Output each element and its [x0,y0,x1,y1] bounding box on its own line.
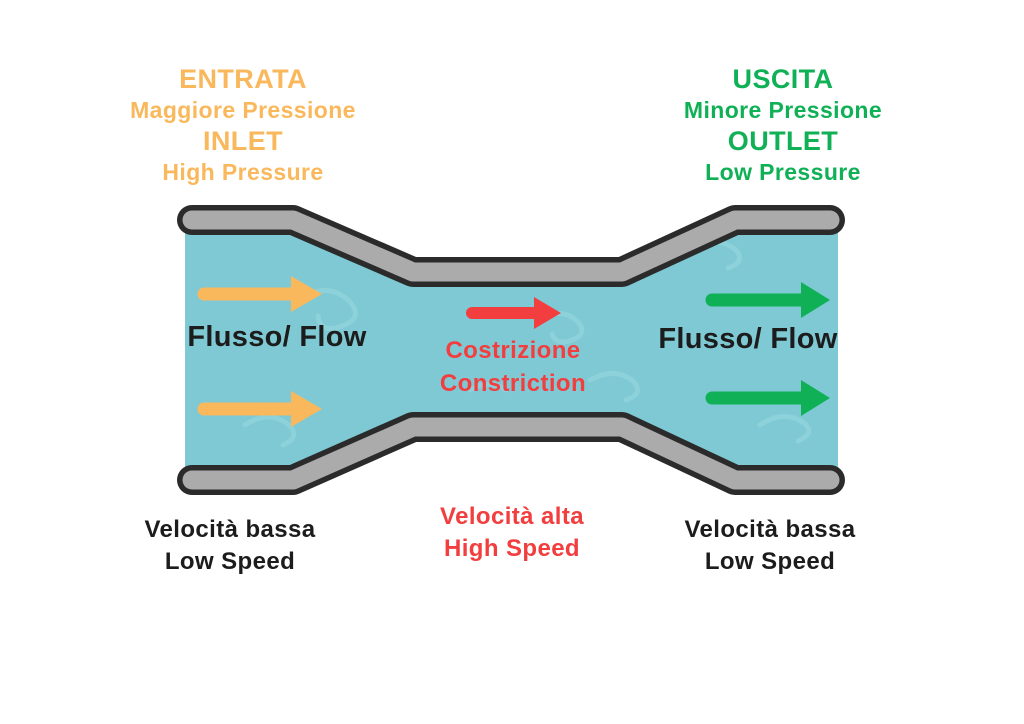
outlet-arrow-top-head [801,282,830,318]
speed-left-it: Velocità bassa [144,516,316,543]
constriction-flow-arrow [466,297,561,329]
speed-center-it: Velocità alta [440,503,584,530]
pipe-top-wall-fill [182,210,840,282]
pipe-top-wall [177,205,845,287]
speed-label-center: Velocità alta High Speed [392,501,632,565]
speed-label-left: Velocità bassa Low Speed [110,514,350,578]
fluid-region [185,230,838,468]
swirl [242,414,297,448]
swirl [757,414,812,444]
inlet-title-en: INLET [203,126,283,156]
swirl [587,371,641,403]
speed-center-en: High Speed [443,535,580,562]
inlet-arrow-bottom-head [291,391,322,427]
speed-right-it: Velocità bassa [684,516,856,543]
fluid-texture-swirls [242,239,812,448]
constriction-en: Constriction [439,370,587,397]
flow-label-right: Flusso/ Flow [658,323,838,355]
outlet-title-en: OUTLET [727,126,839,156]
speed-left-en: Low Speed [164,548,296,575]
outlet-title-it: USCITA [732,64,834,94]
outlet-arrow-bottom-head [801,380,830,416]
outlet-flow-arrows [705,282,830,416]
pipe-bottom-wall-fill [182,417,840,490]
pipe-bottom-wall [177,412,845,495]
flow-label-left: Flusso/ Flow [187,321,367,353]
swirl [467,381,509,393]
speed-right-en: Low Speed [704,548,836,575]
inlet-pressure-label: ENTRATA Maggiore Pressione INLET High Pr… [98,64,388,188]
constriction-arrow-head [534,297,561,329]
inlet-flow-arrows [197,276,322,427]
inlet-title-it: ENTRATA [179,64,307,94]
swirl [537,311,585,345]
inlet-pressure-it: Maggiore Pressione [130,97,356,123]
constriction-it: Costrizione [445,337,581,364]
inlet-arrow-top-head [291,276,322,312]
outlet-pressure-label: USCITA Minore Pressione OUTLET Low Press… [638,64,928,188]
swirl [297,288,358,331]
constriction-label: Costrizione Constriction [393,334,633,400]
outlet-pressure-en: Low Pressure [705,159,861,185]
outlet-pressure-it: Minore Pressione [683,97,883,123]
speed-label-right: Velocità bassa Low Speed [650,514,890,578]
inlet-pressure-en: High Pressure [162,159,324,185]
